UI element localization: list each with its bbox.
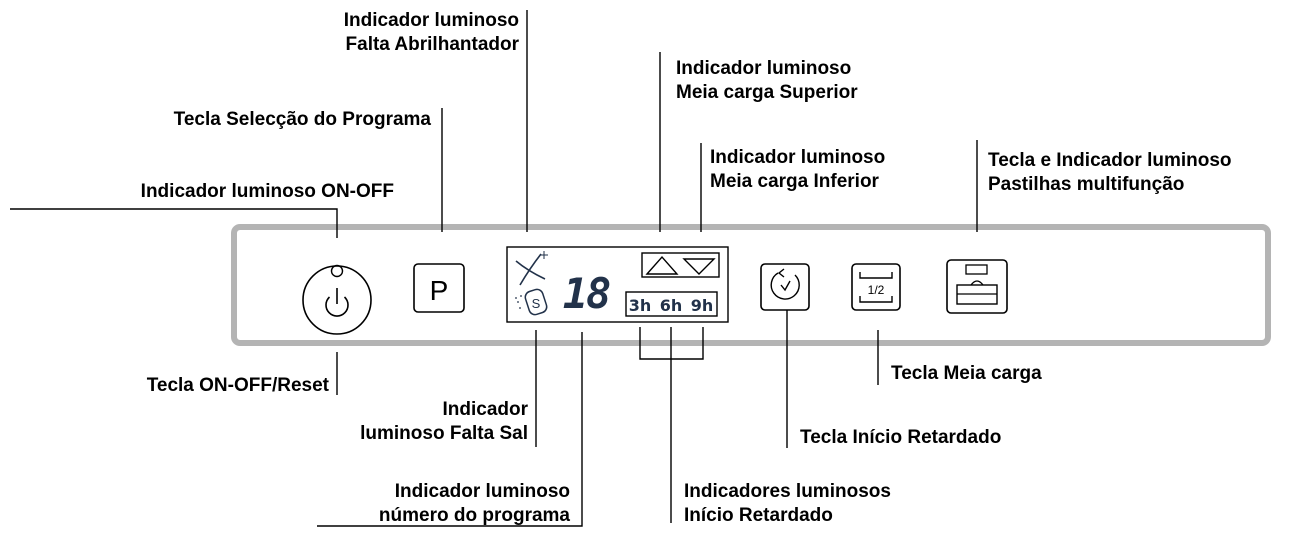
label-program-number-indicator: Indicador luminoso número do programa bbox=[378, 481, 570, 526]
label-upper-half-load-indicator: Indicador luminoso Meia carga Superior bbox=[676, 58, 858, 103]
program-key-glyph: P bbox=[430, 275, 449, 306]
label-delay-start-indicators: Indicadores luminosos Início Retardado bbox=[684, 481, 891, 526]
lower-half-load-triangle-icon bbox=[682, 258, 716, 275]
label-on-off-key: Tecla ON-OFF/Reset bbox=[146, 375, 329, 396]
upper-half-load-triangle-icon bbox=[645, 255, 679, 275]
label-rinse-aid-indicator: Indicador luminoso Falta Abrilhantador bbox=[343, 10, 519, 55]
label-program-key: Tecla Selecção do Programa bbox=[173, 109, 431, 130]
delay-start-indicators: 3h 6h 9h bbox=[625, 291, 718, 317]
delay-hour-3h: 3h bbox=[629, 296, 652, 315]
tablet-icon bbox=[956, 280, 998, 305]
multi-tablets-key[interactable] bbox=[946, 259, 1008, 314]
on-off-key[interactable] bbox=[302, 264, 372, 335]
label-on-off-indicator: Indicador luminoso ON-OFF bbox=[140, 181, 394, 202]
delay-hour-6h: 6h bbox=[660, 296, 683, 315]
label-half-load-key: Tecla Meia carga bbox=[891, 363, 1042, 384]
program-key[interactable]: P bbox=[413, 263, 465, 313]
basket-top-icon bbox=[859, 272, 893, 279]
label-lower-half-load-indicator: Indicador luminoso Meia carga Inferior bbox=[710, 147, 886, 192]
power-icon bbox=[325, 296, 349, 317]
delay-hour-9h: 9h bbox=[691, 296, 714, 315]
half-load-glyph: 1/2 bbox=[868, 283, 885, 297]
half-load-key[interactable]: 1/2 bbox=[851, 263, 901, 311]
leader-lines bbox=[10, 10, 978, 527]
clock-icon bbox=[770, 272, 800, 300]
on-off-indicator-led bbox=[330, 264, 344, 278]
half-load-indicators bbox=[641, 252, 720, 278]
basket-bottom-icon bbox=[859, 296, 893, 303]
salt-icon: S bbox=[515, 288, 548, 316]
label-salt-indicator: Indicador luminoso Falta Sal bbox=[360, 399, 528, 444]
control-panel-frame bbox=[231, 224, 1271, 346]
display-panel: S 18 3h 6h 9h bbox=[506, 246, 729, 323]
program-number-digits: 18 bbox=[563, 269, 610, 318]
label-delay-start-key: Tecla Início Retardado bbox=[800, 427, 1002, 448]
multi-tablets-indicator-led bbox=[965, 264, 988, 275]
delay-start-key[interactable] bbox=[760, 263, 810, 311]
salt-glyph: S bbox=[532, 296, 541, 311]
rinse-aid-icon bbox=[515, 251, 548, 286]
label-multi-tablets: Tecla e Indicador luminoso Pastilhas mul… bbox=[988, 150, 1232, 195]
